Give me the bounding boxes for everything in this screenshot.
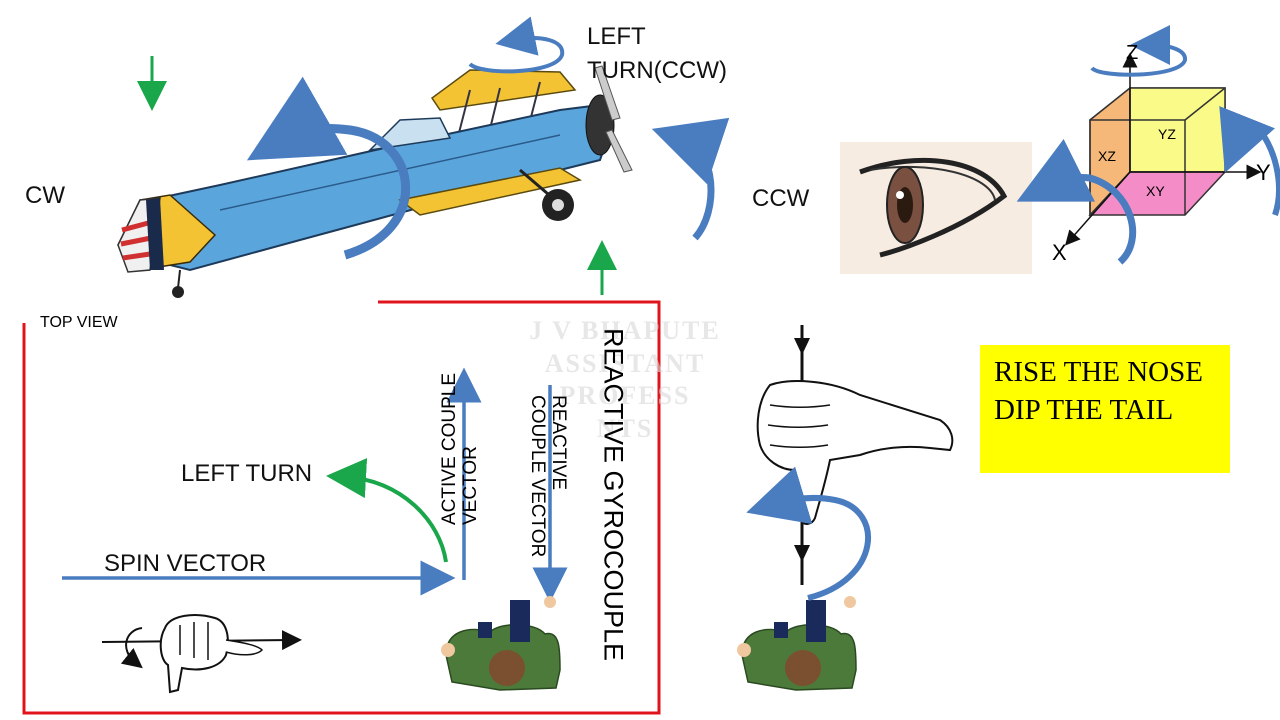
person-top-view-icon-right — [737, 596, 857, 691]
left-turn-rotation-arrow — [468, 16, 565, 74]
plane-label-xz: XZ — [1098, 148, 1116, 164]
right-hand-grip-icon — [101, 614, 302, 694]
hand-rotation-arrow — [746, 466, 872, 601]
ccw-rotation-arrow-right — [651, 117, 730, 241]
x-axis-line — [1065, 171, 1131, 246]
top-view-frame — [22, 300, 661, 715]
axis-label-y: Y — [1256, 160, 1271, 185]
x-rotation-arrow — [1016, 139, 1137, 265]
rise-nose-dip-tail-box: RISE THE NOSE DIP THE TAIL — [980, 345, 1230, 473]
left-turn-arrow — [326, 458, 448, 563]
plane-label-xy: XY — [1146, 183, 1165, 199]
dip-the-tail-text: DIP THE TAIL — [994, 394, 1174, 426]
spin-vector-label: SPIN VECTOR — [104, 550, 267, 577]
reactive-couple-vector-label: REACTIVE COUPLE VECTOR — [526, 395, 569, 558]
y-rotation-arrow — [1219, 106, 1280, 216]
watermark: J V BHAPUTE ASSISTANT PROFESS NTS — [529, 316, 721, 443]
left-turn-label: LEFT TURN — [181, 460, 313, 487]
reactive-gyrocouple-label: REACTIVE GYROCOUPLE — [598, 328, 629, 662]
plane-label-yz: YZ — [1158, 126, 1176, 142]
hand-thumb-down-icon — [756, 325, 954, 585]
z-rotation-arrow — [1090, 25, 1187, 77]
airplane-icon — [117, 65, 633, 298]
rise-the-nose-text: RISE THE NOSE — [994, 356, 1203, 388]
left-turn-ccw-label: LEFT TURN(CCW) — [587, 23, 727, 84]
cw-rotation-arrow — [246, 76, 411, 260]
person-top-view-icon — [441, 596, 561, 691]
ccw-label: CCW — [752, 185, 810, 212]
axis-label-x: X — [1052, 240, 1067, 265]
axis-label-z: Z — [1126, 42, 1139, 64]
cw-label: CW — [25, 182, 65, 209]
active-couple-vector-label: ACTIVE COUPLE VECTOR — [439, 372, 481, 525]
eye-icon — [840, 142, 1032, 274]
top-view-label: TOP VIEW — [40, 314, 118, 331]
